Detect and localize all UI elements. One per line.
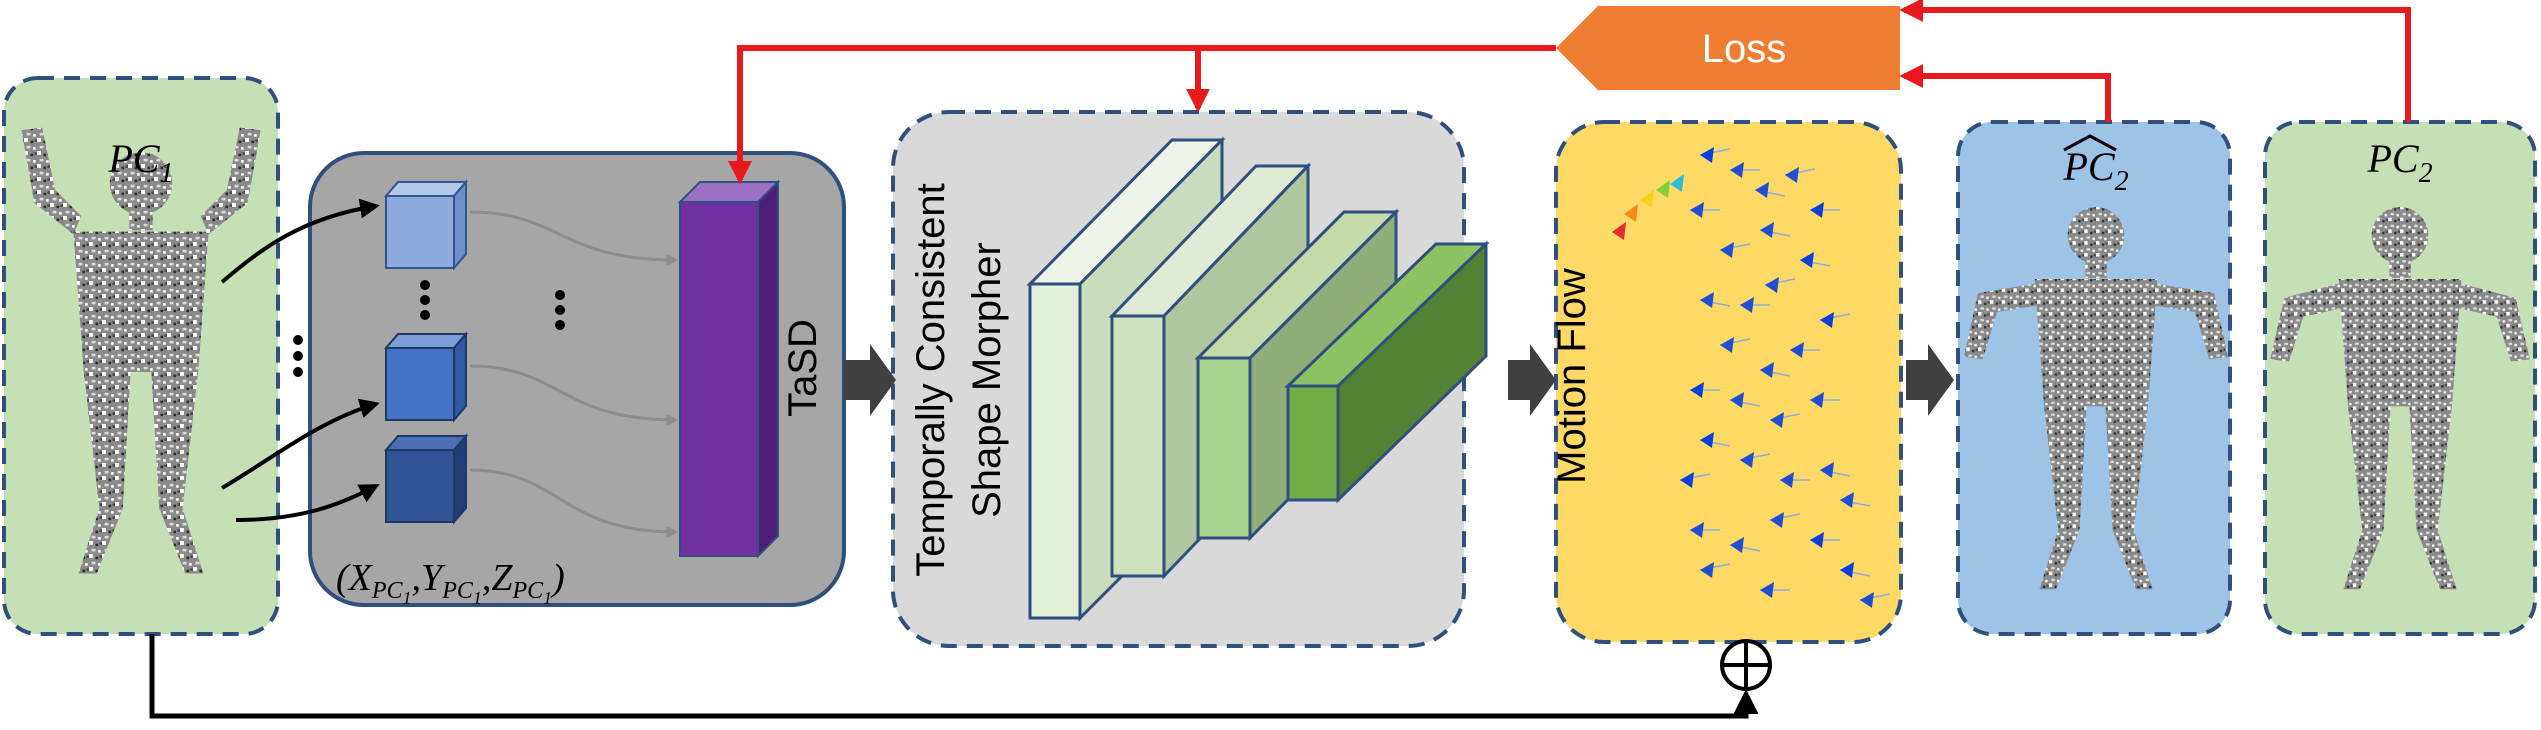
motion-vector-head (1810, 532, 1824, 548)
flow-arrow-3 (1906, 344, 1954, 416)
coords-y-idx: 1 (473, 588, 482, 608)
coords-y-sub: PC (441, 578, 474, 604)
motion-vector-head (1790, 342, 1804, 358)
motion-vector-head (1730, 392, 1744, 408)
motion-vector-head (1765, 277, 1779, 293)
coords-sep-2: , (482, 557, 492, 599)
tasd-label: TaSD (781, 319, 825, 417)
point-cube-2 (383, 331, 469, 423)
motion-vector-head (1740, 452, 1754, 468)
motion-vector-head (1700, 562, 1714, 578)
motion-vector-head (1785, 167, 1799, 183)
motion-vector-head (1810, 202, 1824, 218)
motion-vector-head (1800, 252, 1814, 268)
coords-sep-1: , (412, 557, 422, 599)
motion-vector-head (1640, 190, 1654, 208)
flow-arrows (844, 344, 1954, 416)
hat-accent (2063, 134, 2117, 152)
pc1-label: PC1 (107, 136, 173, 189)
motion-vector-head (1720, 242, 1734, 258)
pc2-hat-label-sub: 2 (2115, 166, 2129, 197)
motion-vectors (1612, 147, 1891, 608)
coords-open: ( (336, 557, 351, 599)
motion-vector-head (1720, 337, 1734, 353)
motion-vector-head (1820, 312, 1834, 328)
motion-vector-head (1670, 174, 1684, 192)
flow-arrow-1 (844, 344, 896, 416)
pc1-label-sub: 1 (160, 158, 174, 189)
morpher-label-line2: Shape Morpher (965, 242, 1009, 518)
motion-vector-head (1840, 562, 1854, 578)
motion-vector-head (1760, 362, 1774, 378)
pc1-point-cloud (21, 127, 261, 574)
coords-x: X (347, 557, 374, 599)
motion-flow-panel (1554, 120, 1903, 644)
pc2-label: PC2 (2366, 136, 2432, 189)
motion-vector-head (1810, 392, 1824, 408)
pc2-hat-label-main: PC (2062, 144, 2115, 189)
coords-z-idx: 1 (543, 588, 552, 608)
motion-flow-label: Motion Flow (1550, 268, 1594, 484)
cube-ellipsis-dots (420, 280, 430, 320)
pc2-point-cloud (2270, 206, 2530, 590)
morpher-layer-4 (1284, 240, 1490, 504)
motion-vector-head (1780, 472, 1794, 488)
motion-vector-head (1730, 537, 1744, 553)
pc2-hat-label-text: PC2 (2062, 144, 2128, 197)
gray-feature-arrows (469, 210, 679, 538)
loss-to-tasd-arrow (728, 45, 1556, 185)
coords-close: ) (550, 557, 565, 599)
point-cube-1 (383, 179, 469, 271)
pc2-hat-to-loss-arrow (1899, 64, 2111, 122)
motion-vector-head (1755, 182, 1769, 198)
coords-x-sub: PC (371, 578, 404, 604)
middle-ellipsis-dots (555, 290, 565, 330)
motion-vector-head (1820, 462, 1834, 478)
pc2-hat-point-cloud (1963, 206, 2229, 590)
motion-vector-head (1740, 297, 1754, 313)
motion-vector-head (1700, 147, 1714, 163)
coords-y: Y (421, 557, 446, 599)
motion-vector-head (1700, 432, 1714, 448)
motion-vector-head (1656, 180, 1670, 198)
morpher-label-line1: Temporally Consistent (909, 183, 953, 577)
motion-vector-head (1680, 472, 1694, 488)
motion-vector-head (1860, 592, 1874, 608)
loss-box (1556, 6, 1900, 90)
flow-arrow-2 (1508, 344, 1556, 416)
coords-z: Z (491, 557, 513, 599)
motion-vector-head (1700, 292, 1714, 308)
feature-bar (677, 179, 781, 559)
motion-vector-head (1624, 204, 1638, 222)
pc2-label-sub: 2 (2419, 158, 2433, 189)
tasd-coords: (XPC1,YPC1,ZPC1) (336, 557, 565, 608)
motion-vector-head (1770, 512, 1784, 528)
motion-vector-head (1760, 222, 1774, 238)
motion-vector-head (1840, 492, 1854, 508)
pc2-to-loss-arrow (1899, 0, 2411, 122)
loss-feedback-arrows (728, 0, 2411, 185)
motion-vector-head (1730, 162, 1744, 178)
plus-circle-icon (1720, 639, 1772, 691)
motion-vector-head (1612, 222, 1626, 240)
motion-vector-head (1690, 522, 1704, 538)
motion-vector-head (1760, 582, 1774, 598)
pc2-hat-label: PC2 (2062, 134, 2129, 197)
pc1-to-cube-arrows (220, 198, 380, 522)
coords-z-sub: PC (512, 578, 545, 604)
loss-label: Loss (1702, 27, 1787, 71)
point-cube-3 (383, 433, 469, 525)
motion-vector-head (1690, 202, 1704, 218)
motion-vector-head (1770, 412, 1784, 428)
pc1-label-main: PC (107, 136, 160, 181)
ellipsis-dots-outer (293, 335, 303, 377)
coords-x-idx: 1 (403, 588, 412, 608)
residual-connection-arrow (149, 634, 1759, 719)
motion-vector-head (1690, 382, 1704, 398)
pc2-label-main: PC (2366, 136, 2419, 181)
